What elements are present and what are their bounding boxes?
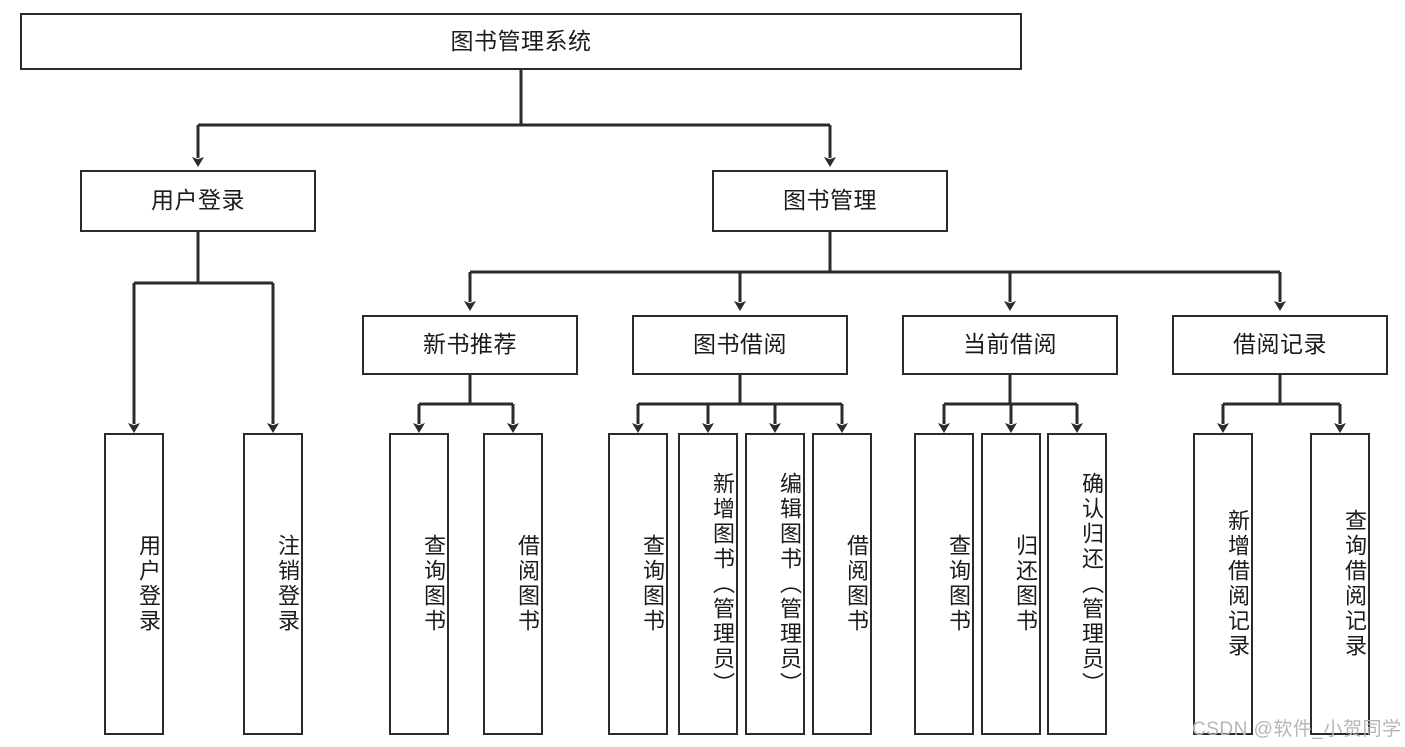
node-leaf-query-book-1-label: 查询图书: [421, 534, 446, 634]
node-borrow-record-label: 借阅记录: [1233, 331, 1327, 358]
node-root-label: 图书管理系统: [450, 27, 592, 54]
node-root[interactable]: 图书管理系统: [20, 13, 1022, 70]
node-leaf-borrow-book-2[interactable]: 借阅图书: [812, 433, 872, 735]
node-leaf-edit-book-label: 编辑图书（管理员）: [777, 471, 802, 697]
node-book-borrow[interactable]: 图书借阅: [632, 315, 848, 375]
node-new-book-recommend[interactable]: 新书推荐: [362, 315, 578, 375]
node-leaf-user-login[interactable]: 用户登录: [104, 433, 164, 735]
node-leaf-edit-book[interactable]: 编辑图书（管理员）: [745, 433, 805, 735]
node-leaf-query-book-1[interactable]: 查询图书: [389, 433, 449, 735]
csdn-watermark: CSDN @软件_小贺同学: [1192, 719, 1402, 740]
node-leaf-user-login-label: 用户登录: [136, 534, 161, 634]
node-leaf-return-book[interactable]: 归还图书: [981, 433, 1041, 735]
node-leaf-logout-login[interactable]: 注销登录: [243, 433, 303, 735]
node-leaf-query-book-2[interactable]: 查询图书: [608, 433, 668, 735]
node-book-manage[interactable]: 图书管理: [712, 170, 948, 232]
node-current-borrow-label: 当前借阅: [963, 331, 1057, 358]
node-leaf-query-book-2-label: 查询图书: [640, 534, 665, 634]
node-leaf-return-book-label: 归还图书: [1013, 534, 1038, 634]
node-leaf-query-record[interactable]: 查询借阅记录: [1310, 433, 1370, 735]
node-leaf-confirm-return-label: 确认归还（管理员）: [1079, 471, 1104, 697]
node-current-borrow[interactable]: 当前借阅: [902, 315, 1118, 375]
node-new-book-recommend-label: 新书推荐: [423, 331, 517, 358]
node-leaf-query-book-3-label: 查询图书: [946, 534, 971, 634]
node-book-manage-label: 图书管理: [783, 187, 877, 214]
node-leaf-add-book[interactable]: 新增图书（管理员）: [678, 433, 738, 735]
node-user-login[interactable]: 用户登录: [80, 170, 316, 232]
node-leaf-query-book-3[interactable]: 查询图书: [914, 433, 974, 735]
node-leaf-add-record-label: 新增借阅记录: [1225, 509, 1250, 659]
node-leaf-logout-login-label: 注销登录: [275, 534, 300, 634]
node-leaf-borrow-book-1[interactable]: 借阅图书: [483, 433, 543, 735]
node-user-login-label: 用户登录: [151, 187, 245, 214]
node-book-borrow-label: 图书借阅: [693, 331, 787, 358]
node-leaf-borrow-book-2-label: 借阅图书: [844, 534, 869, 634]
node-leaf-query-record-label: 查询借阅记录: [1342, 509, 1367, 659]
node-leaf-borrow-book-1-label: 借阅图书: [515, 534, 540, 634]
node-borrow-record[interactable]: 借阅记录: [1172, 315, 1388, 375]
node-leaf-confirm-return[interactable]: 确认归还（管理员）: [1047, 433, 1107, 735]
node-leaf-add-book-label: 新增图书（管理员）: [710, 471, 735, 697]
node-leaf-add-record[interactable]: 新增借阅记录: [1193, 433, 1253, 735]
